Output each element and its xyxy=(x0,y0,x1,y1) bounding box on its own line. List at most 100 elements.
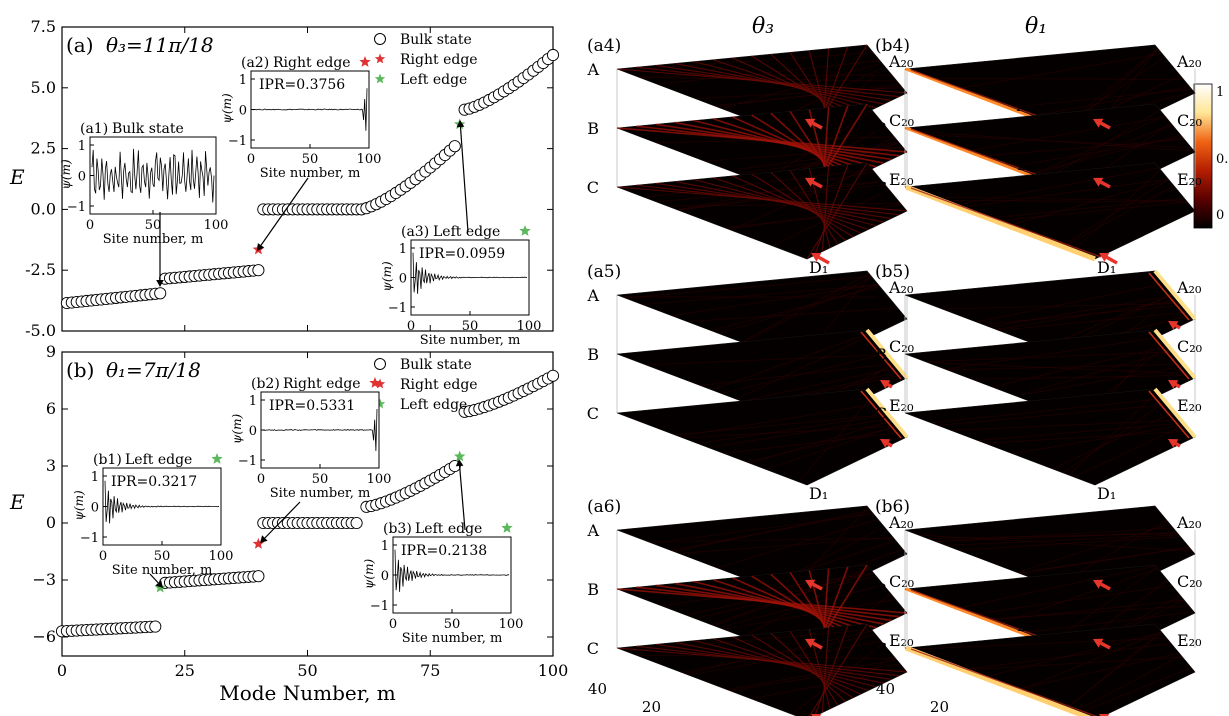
arrow-a3-shaft xyxy=(459,126,469,233)
colorbar: 10.50 xyxy=(1193,83,1229,229)
layer-inner-label: A₁ xyxy=(728,96,747,115)
inset-wave xyxy=(91,148,215,203)
y-tick-label: 2.5 xyxy=(31,139,56,158)
layer-right-label: C₂₀ xyxy=(889,337,914,356)
layer-left-label: C xyxy=(875,178,887,197)
layer-left-label: A xyxy=(586,521,599,540)
layer-streak xyxy=(982,632,1163,678)
edge-arrow-head xyxy=(880,380,891,389)
layer-streak xyxy=(957,536,1181,551)
layer-streak xyxy=(678,537,894,554)
inset-title: Bulk state xyxy=(112,121,184,137)
y-tick-label: 9 xyxy=(46,342,56,361)
edge-arrow-head xyxy=(1168,321,1179,330)
layer-streak xyxy=(925,351,1174,363)
legend-bulk-label: Bulk state xyxy=(400,32,472,48)
colorbar-tick-label: 1 xyxy=(1216,85,1224,100)
layer-streak xyxy=(918,534,1193,552)
layer-left-label: C xyxy=(587,178,599,197)
layer-streak xyxy=(976,283,1166,323)
layer-streak xyxy=(945,534,1179,546)
edge-arrow xyxy=(1168,321,1181,330)
layer-left-label: B xyxy=(587,345,599,364)
inset-y-tick-label: −1 xyxy=(80,531,99,546)
layer-edge-glow xyxy=(865,387,909,439)
layer-streak xyxy=(741,367,899,402)
layer-glow-line xyxy=(712,638,869,691)
arrow-b2 xyxy=(260,501,301,543)
legend-right-edge-label: Right edge xyxy=(400,377,478,393)
layer-inner-label: B₁ xyxy=(1017,616,1035,635)
y-tick-label: −6 xyxy=(32,627,56,646)
layer-glow-line xyxy=(732,577,862,636)
layer-streak xyxy=(746,426,899,463)
layer-streak xyxy=(984,430,1191,444)
arrow-a2 xyxy=(257,177,309,251)
layer-left-label: B xyxy=(875,580,887,599)
panel-label: (b5) xyxy=(875,262,910,282)
layer-inner-label: B₁ xyxy=(729,155,747,174)
inset-y-tick-label: −1 xyxy=(238,454,257,469)
y-tick-label: -2.5 xyxy=(25,260,56,279)
inset-y-tick-label: 1 xyxy=(239,73,247,88)
layer-left-label: B xyxy=(875,119,887,138)
edge-arrow-shaft xyxy=(886,383,893,389)
layer-streak xyxy=(1019,547,1190,574)
layer-streak xyxy=(991,345,1169,388)
y-tick-label: 0.0 xyxy=(31,199,56,218)
bulk-point xyxy=(252,570,265,583)
bulk-point xyxy=(154,287,167,300)
layer-right-label: A₂₀ xyxy=(1176,513,1201,532)
layer-streak xyxy=(700,363,895,386)
layer-streak xyxy=(995,201,1188,222)
layer-glow-line xyxy=(693,179,877,227)
layer-streak xyxy=(721,353,887,394)
inset-label: (b2) xyxy=(251,376,280,392)
inset-x-tick-label: 50 xyxy=(312,472,329,487)
inset-wave xyxy=(263,408,378,452)
inset-x-tick-label: 50 xyxy=(444,617,461,632)
layer-streak xyxy=(1068,391,1158,476)
inset-x-tick-label: 0 xyxy=(86,218,94,233)
layer-sheet xyxy=(616,387,909,486)
panel-label: (a) xyxy=(66,33,94,57)
layer-right-label: C₂₀ xyxy=(1177,111,1202,130)
layer-streak xyxy=(1017,523,1171,573)
arrow-b2-shaft xyxy=(264,501,301,539)
edge-arrow-head xyxy=(1093,579,1104,589)
inset-y-tick-label: 1 xyxy=(78,139,86,154)
layer-streak xyxy=(971,375,1193,380)
bulk-point xyxy=(350,516,363,530)
layer-edge-glow xyxy=(1148,272,1190,321)
inset-y-label: ψ(m) xyxy=(72,490,86,520)
edge-arrow-head xyxy=(805,638,816,648)
layer-streak xyxy=(806,655,894,716)
inset-x-tick-label: 100 xyxy=(367,472,392,487)
inset-wave xyxy=(394,549,510,592)
layer-streak xyxy=(1077,667,1192,714)
layer-surface xyxy=(904,162,1196,260)
inset-x-label: Site number, m xyxy=(402,631,503,646)
legend-bulk-marker xyxy=(374,33,386,45)
bulk-point xyxy=(448,140,461,153)
layer-streak xyxy=(1017,546,1190,574)
layer-edge-glow xyxy=(860,390,902,439)
layer-glow-line xyxy=(712,579,869,633)
inset-y-tick-label: 0 xyxy=(91,501,99,516)
layer-glow-line xyxy=(821,166,830,252)
inset-ipr: IPR=0.3756 xyxy=(259,77,345,93)
layer-inner-label: D₁ xyxy=(1097,484,1116,503)
layer-streak xyxy=(798,395,873,483)
y-tick-label: −3 xyxy=(32,570,56,589)
layer-streak xyxy=(642,284,879,305)
layer-streak xyxy=(1073,424,1186,478)
inset-title: Right edge xyxy=(283,376,361,392)
inset-x-tick-label: 100 xyxy=(204,218,229,233)
layer-streak xyxy=(723,431,903,454)
layer-left-label: A xyxy=(874,521,887,540)
inset-y-tick-label: −1 xyxy=(370,599,389,614)
axis-n-tick: 40 xyxy=(588,680,607,698)
